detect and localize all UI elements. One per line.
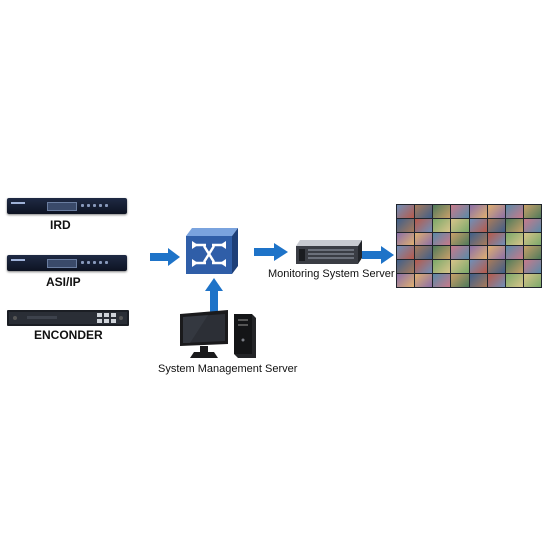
video-tile: [505, 218, 523, 232]
video-tile: [505, 246, 523, 260]
ird-device-icon: [7, 198, 127, 214]
video-tile: [451, 232, 469, 246]
video-tile: [523, 232, 541, 246]
video-tile: [487, 205, 505, 218]
video-tile: [415, 260, 433, 274]
video-tile: [523, 260, 541, 274]
video-tile: [451, 218, 469, 232]
video-tile: [451, 274, 469, 287]
video-tile: [397, 205, 415, 218]
management-server-label: System Management Server: [158, 363, 298, 375]
video-tile: [487, 260, 505, 274]
video-tile: [505, 232, 523, 246]
video-tile: [469, 274, 487, 287]
encoder-label: ENCONDER: [34, 328, 103, 342]
video-tile: [433, 246, 451, 260]
video-tile: [451, 205, 469, 218]
video-tile: [415, 274, 433, 287]
video-tile: [505, 260, 523, 274]
asi-ip-device-icon: [7, 255, 127, 271]
desktop-computer-icon: [178, 310, 258, 365]
arrow-to-video-wall-icon: [362, 246, 394, 269]
monitoring-server-label: Monitoring System Server: [268, 268, 395, 280]
rack-server-icon: [296, 240, 362, 269]
video-tile: [523, 246, 541, 260]
video-tile: [487, 274, 505, 287]
video-tile: [469, 218, 487, 232]
video-tile: [397, 246, 415, 260]
video-tile: [415, 232, 433, 246]
arrow-up-to-switch-icon: [205, 278, 223, 317]
asi-ip-label: ASI/IP: [46, 275, 81, 289]
video-tile: [397, 232, 415, 246]
video-tile: [523, 274, 541, 287]
video-tile: [415, 246, 433, 260]
video-tile: [523, 205, 541, 218]
video-tile: [397, 218, 415, 232]
video-tile: [487, 218, 505, 232]
video-tile: [433, 260, 451, 274]
video-tile: [397, 260, 415, 274]
video-tile: [433, 218, 451, 232]
video-tile: [523, 218, 541, 232]
arrow-to-switch-icon: [150, 248, 180, 271]
video-tile: [469, 232, 487, 246]
video-tile: [415, 205, 433, 218]
video-tile: [433, 232, 451, 246]
video-wall-icon: [396, 204, 542, 288]
video-tile: [451, 260, 469, 274]
video-tile: [415, 218, 433, 232]
encoder-device-icon: [7, 310, 129, 326]
video-tile: [469, 260, 487, 274]
video-tile: [469, 246, 487, 260]
ird-label: IRD: [50, 218, 71, 232]
video-tile: [397, 274, 415, 287]
video-tile: [505, 205, 523, 218]
video-tile: [451, 246, 469, 260]
video-tile: [469, 205, 487, 218]
video-tile: [433, 205, 451, 218]
network-switch-icon: [186, 228, 238, 279]
arrow-to-monitoring-server-icon: [254, 243, 288, 266]
video-tile: [505, 274, 523, 287]
video-tile: [487, 246, 505, 260]
video-tile: [433, 274, 451, 287]
video-tile: [487, 232, 505, 246]
